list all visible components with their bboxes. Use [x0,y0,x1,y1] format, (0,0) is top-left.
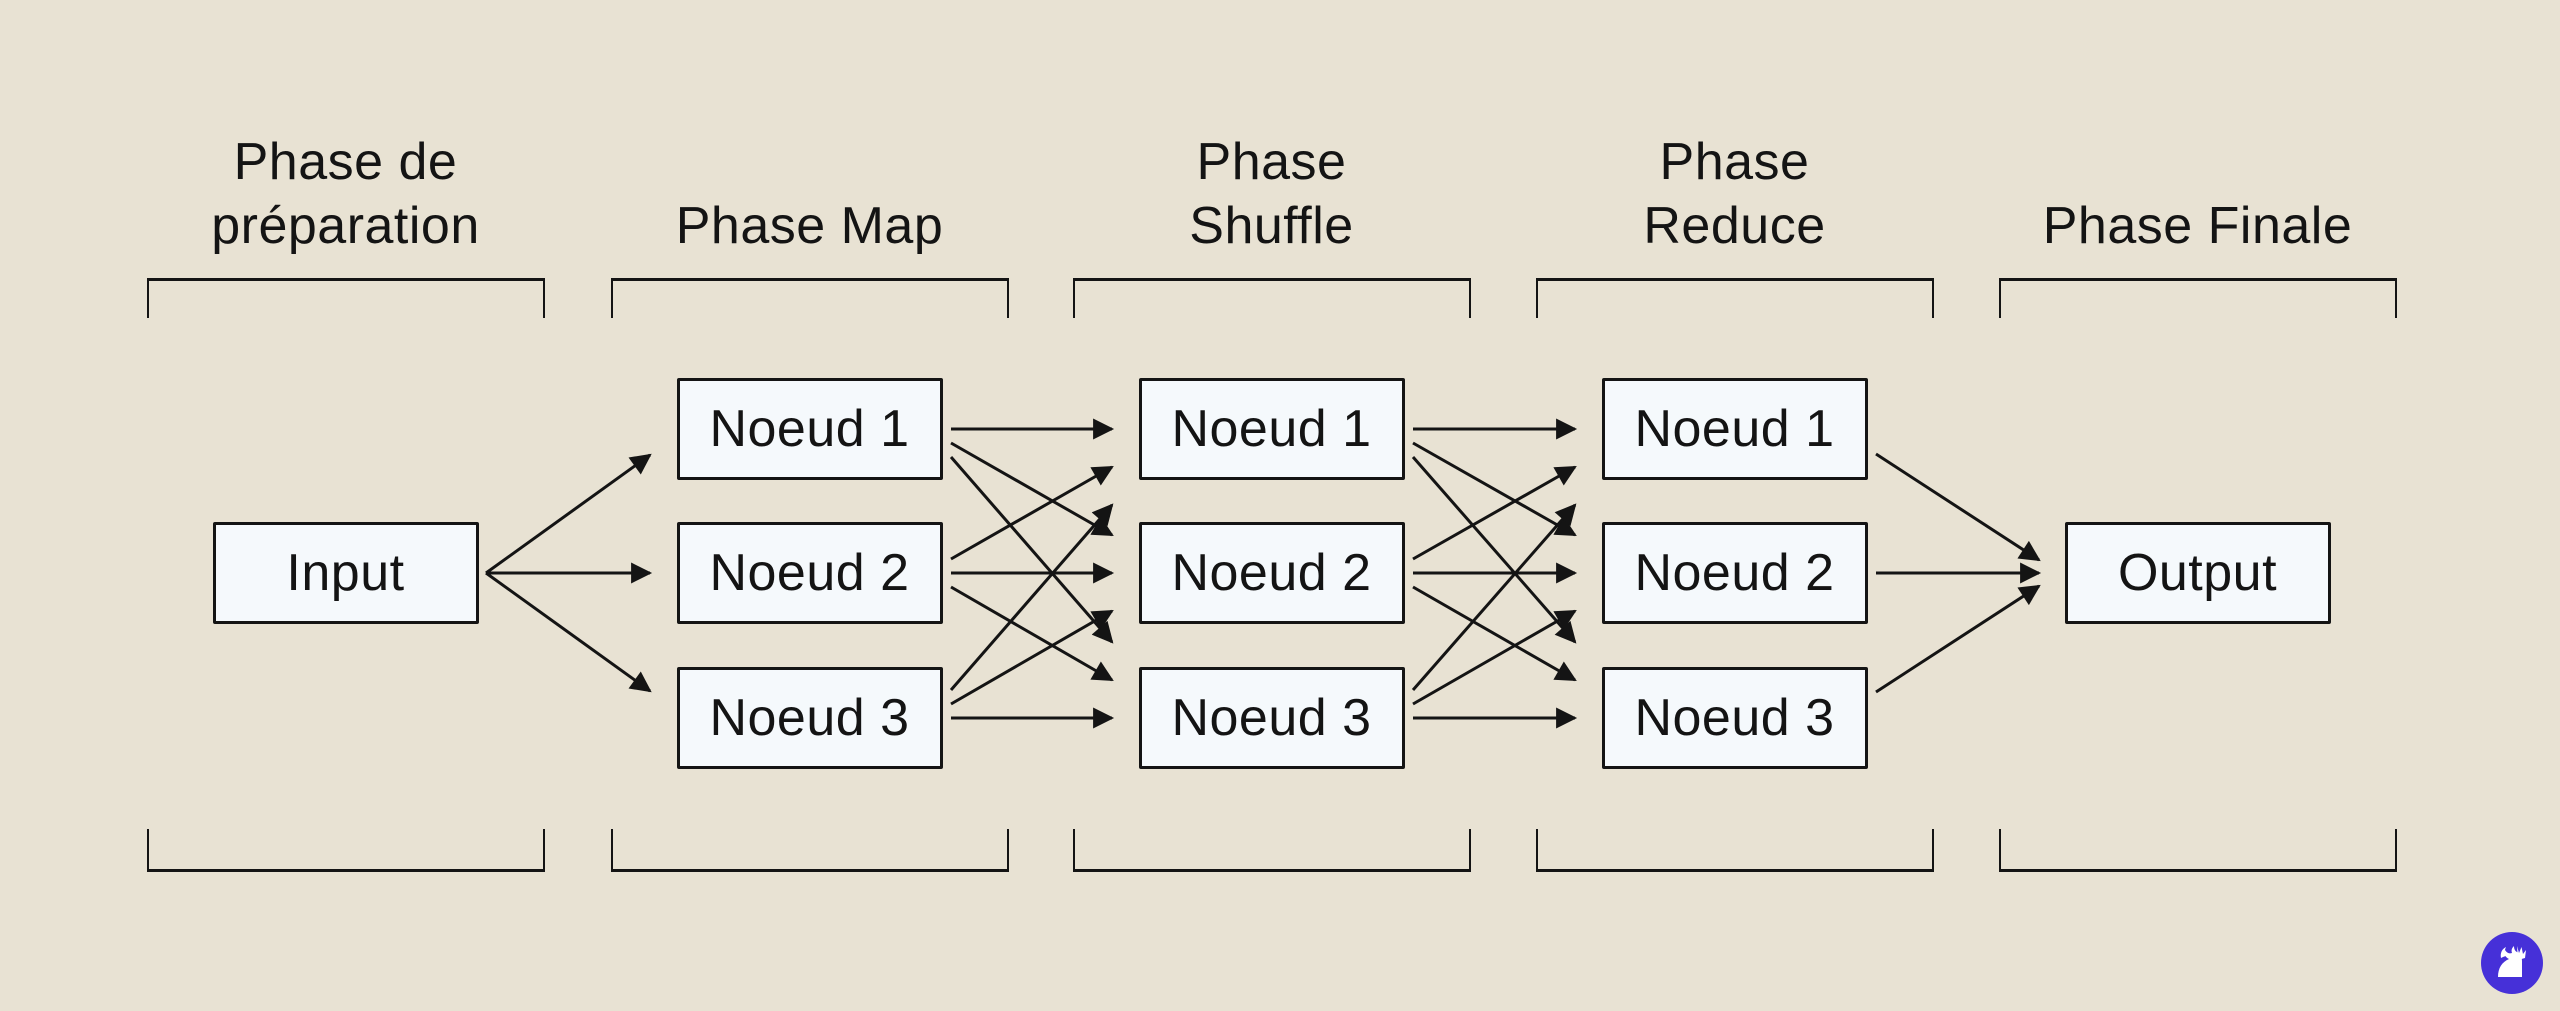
flow-arrow-18 [1411,503,1577,691]
node-box-phase4-row0: Output [2064,522,2331,624]
phase-bracket-top-3 [1535,278,1934,318]
flow-arrow-23 [1875,584,2041,694]
phase-bracket-bottom-3 [1535,829,1934,872]
flow-arrow-21 [1875,452,2041,562]
node-box-phase2-row1: Noeud 2 [1138,522,1405,624]
flow-arrow-4 [950,441,1114,537]
phase-label-2: Phase Shuffle [1189,133,1354,255]
flow-arrow-6 [950,465,1114,561]
phase-bracket-top-1 [610,278,1009,318]
phase-label-0: Phase de préparation [211,133,480,255]
node-box-phase1-row2: Noeud 3 [676,667,943,769]
flow-arrow-10 [950,609,1114,706]
flow-arrow-5 [949,456,1114,644]
flow-arrow-0 [485,453,652,575]
node-box-phase2-row2: Noeud 3 [1138,667,1405,769]
flow-arrow-13 [1412,441,1577,537]
node-box-phase1-row1: Noeud 2 [676,522,943,624]
node-box-phase1-row0: Noeud 1 [676,378,943,480]
node-box-phase2-row0: Noeud 1 [1138,378,1405,480]
phase-bracket-top-2 [1072,278,1471,318]
phase-bracket-top-4 [1998,278,2397,318]
phase-bracket-top-0 [146,278,545,318]
flow-arrow-17 [1412,585,1577,682]
node-box-phase3-row2: Noeud 3 [1601,667,1868,769]
phase-label-3: Phase Reduce [1643,133,1826,255]
flow-arrow-19 [1412,609,1577,706]
node-box-phase3-row1: Noeud 2 [1601,522,1868,624]
flow-arrow-9 [949,503,1114,691]
phase-label-4: Phase Finale [2042,197,2353,255]
brand-logo [2481,932,2543,994]
phase-bracket-bottom-1 [610,829,1009,872]
phase-bracket-bottom-2 [1072,829,1471,872]
flow-arrow-14 [1411,456,1577,644]
node-box-phase0-row0: Input [212,522,479,624]
flow-arrow-8 [950,585,1114,682]
phoenix-bird-icon [2498,946,2526,977]
flow-arrow-2 [485,571,652,693]
node-box-phase3-row0: Noeud 1 [1601,378,1868,480]
phase-bracket-bottom-4 [1998,829,2397,872]
phase-label-1: Phase Map [675,197,944,255]
flow-arrow-15 [1412,465,1577,561]
phase-bracket-bottom-0 [146,829,545,872]
